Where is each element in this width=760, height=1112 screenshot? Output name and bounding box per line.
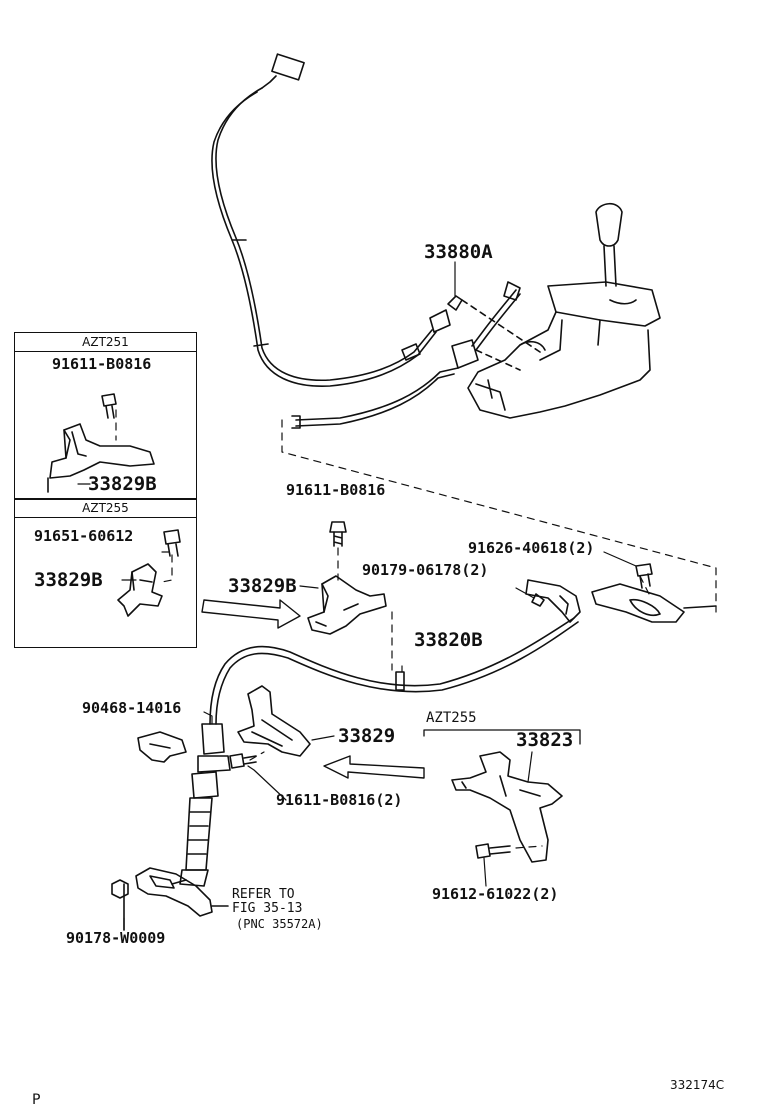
inset-box-model: AZT255 [15, 499, 196, 518]
label-bolt-bottom: 91611-B0816(2) [276, 791, 403, 809]
label-nut-90178: 90178-W0009 [66, 929, 166, 947]
illustration-number: 332174C [670, 1078, 725, 1092]
label-refer-line1: REFER TO [232, 887, 295, 902]
label-nut-90179: 90179-06178(2) [362, 561, 489, 579]
cable-33820b [179, 281, 579, 887]
inset-box-azt251: AZT251 [14, 332, 197, 500]
inset1-parts [47, 393, 155, 493]
label-bolt-91626: 91626-40618(2) [468, 539, 595, 557]
leader-lines [77, 261, 637, 931]
lever-plate [525, 579, 717, 623]
shift-lever-assembly [467, 202, 661, 419]
arrow-right [201, 599, 301, 629]
bracket-33823 [451, 751, 563, 863]
nut-90178 [111, 879, 129, 931]
arrow-left [323, 755, 425, 779]
label-bolt-91612: 91612-61022(2) [432, 885, 559, 903]
label-33880a: 33880A [424, 241, 493, 263]
inset2-parts [117, 529, 181, 617]
label-bracket-33829: 33829 [338, 725, 396, 747]
inset-box-model: AZT251 [15, 333, 196, 352]
label-cable-33820b: 33820B [414, 629, 483, 651]
bracket-33829 [237, 685, 311, 757]
label-bracket-33823: 33823 [516, 729, 574, 751]
label-bracket-33829b: 33829B [228, 575, 297, 597]
bolt-91611-bottom [229, 753, 257, 769]
bolt-91612 [475, 843, 511, 859]
cable-end-bracket [135, 867, 229, 917]
cable-33880a [211, 53, 541, 387]
corner-letter: P [32, 1092, 41, 1108]
label-inset1-part: 33829B [88, 473, 157, 495]
label-inset2-part: 33829B [34, 569, 103, 591]
label-clip-90468: 90468-14016 [82, 699, 182, 717]
label-refer-line2: FIG 35-13 [232, 901, 303, 916]
label-inset1-bolt: 91611-B0816 [52, 355, 152, 373]
bracket-33829b [307, 575, 387, 635]
azt255-group-bracket [423, 729, 581, 745]
inset-box-azt255: AZT255 [14, 498, 197, 648]
bolt-91611-top [329, 521, 347, 547]
label-azt255-group: AZT255 [426, 710, 477, 726]
label-inset2-bolt: 91651-60612 [34, 527, 134, 545]
bolt-91626 [635, 563, 653, 589]
label-bolt-top: 91611-B0816 [286, 481, 386, 499]
label-refer-line3: (PNC 35572A) [236, 917, 323, 931]
clip-90468 [137, 731, 187, 763]
